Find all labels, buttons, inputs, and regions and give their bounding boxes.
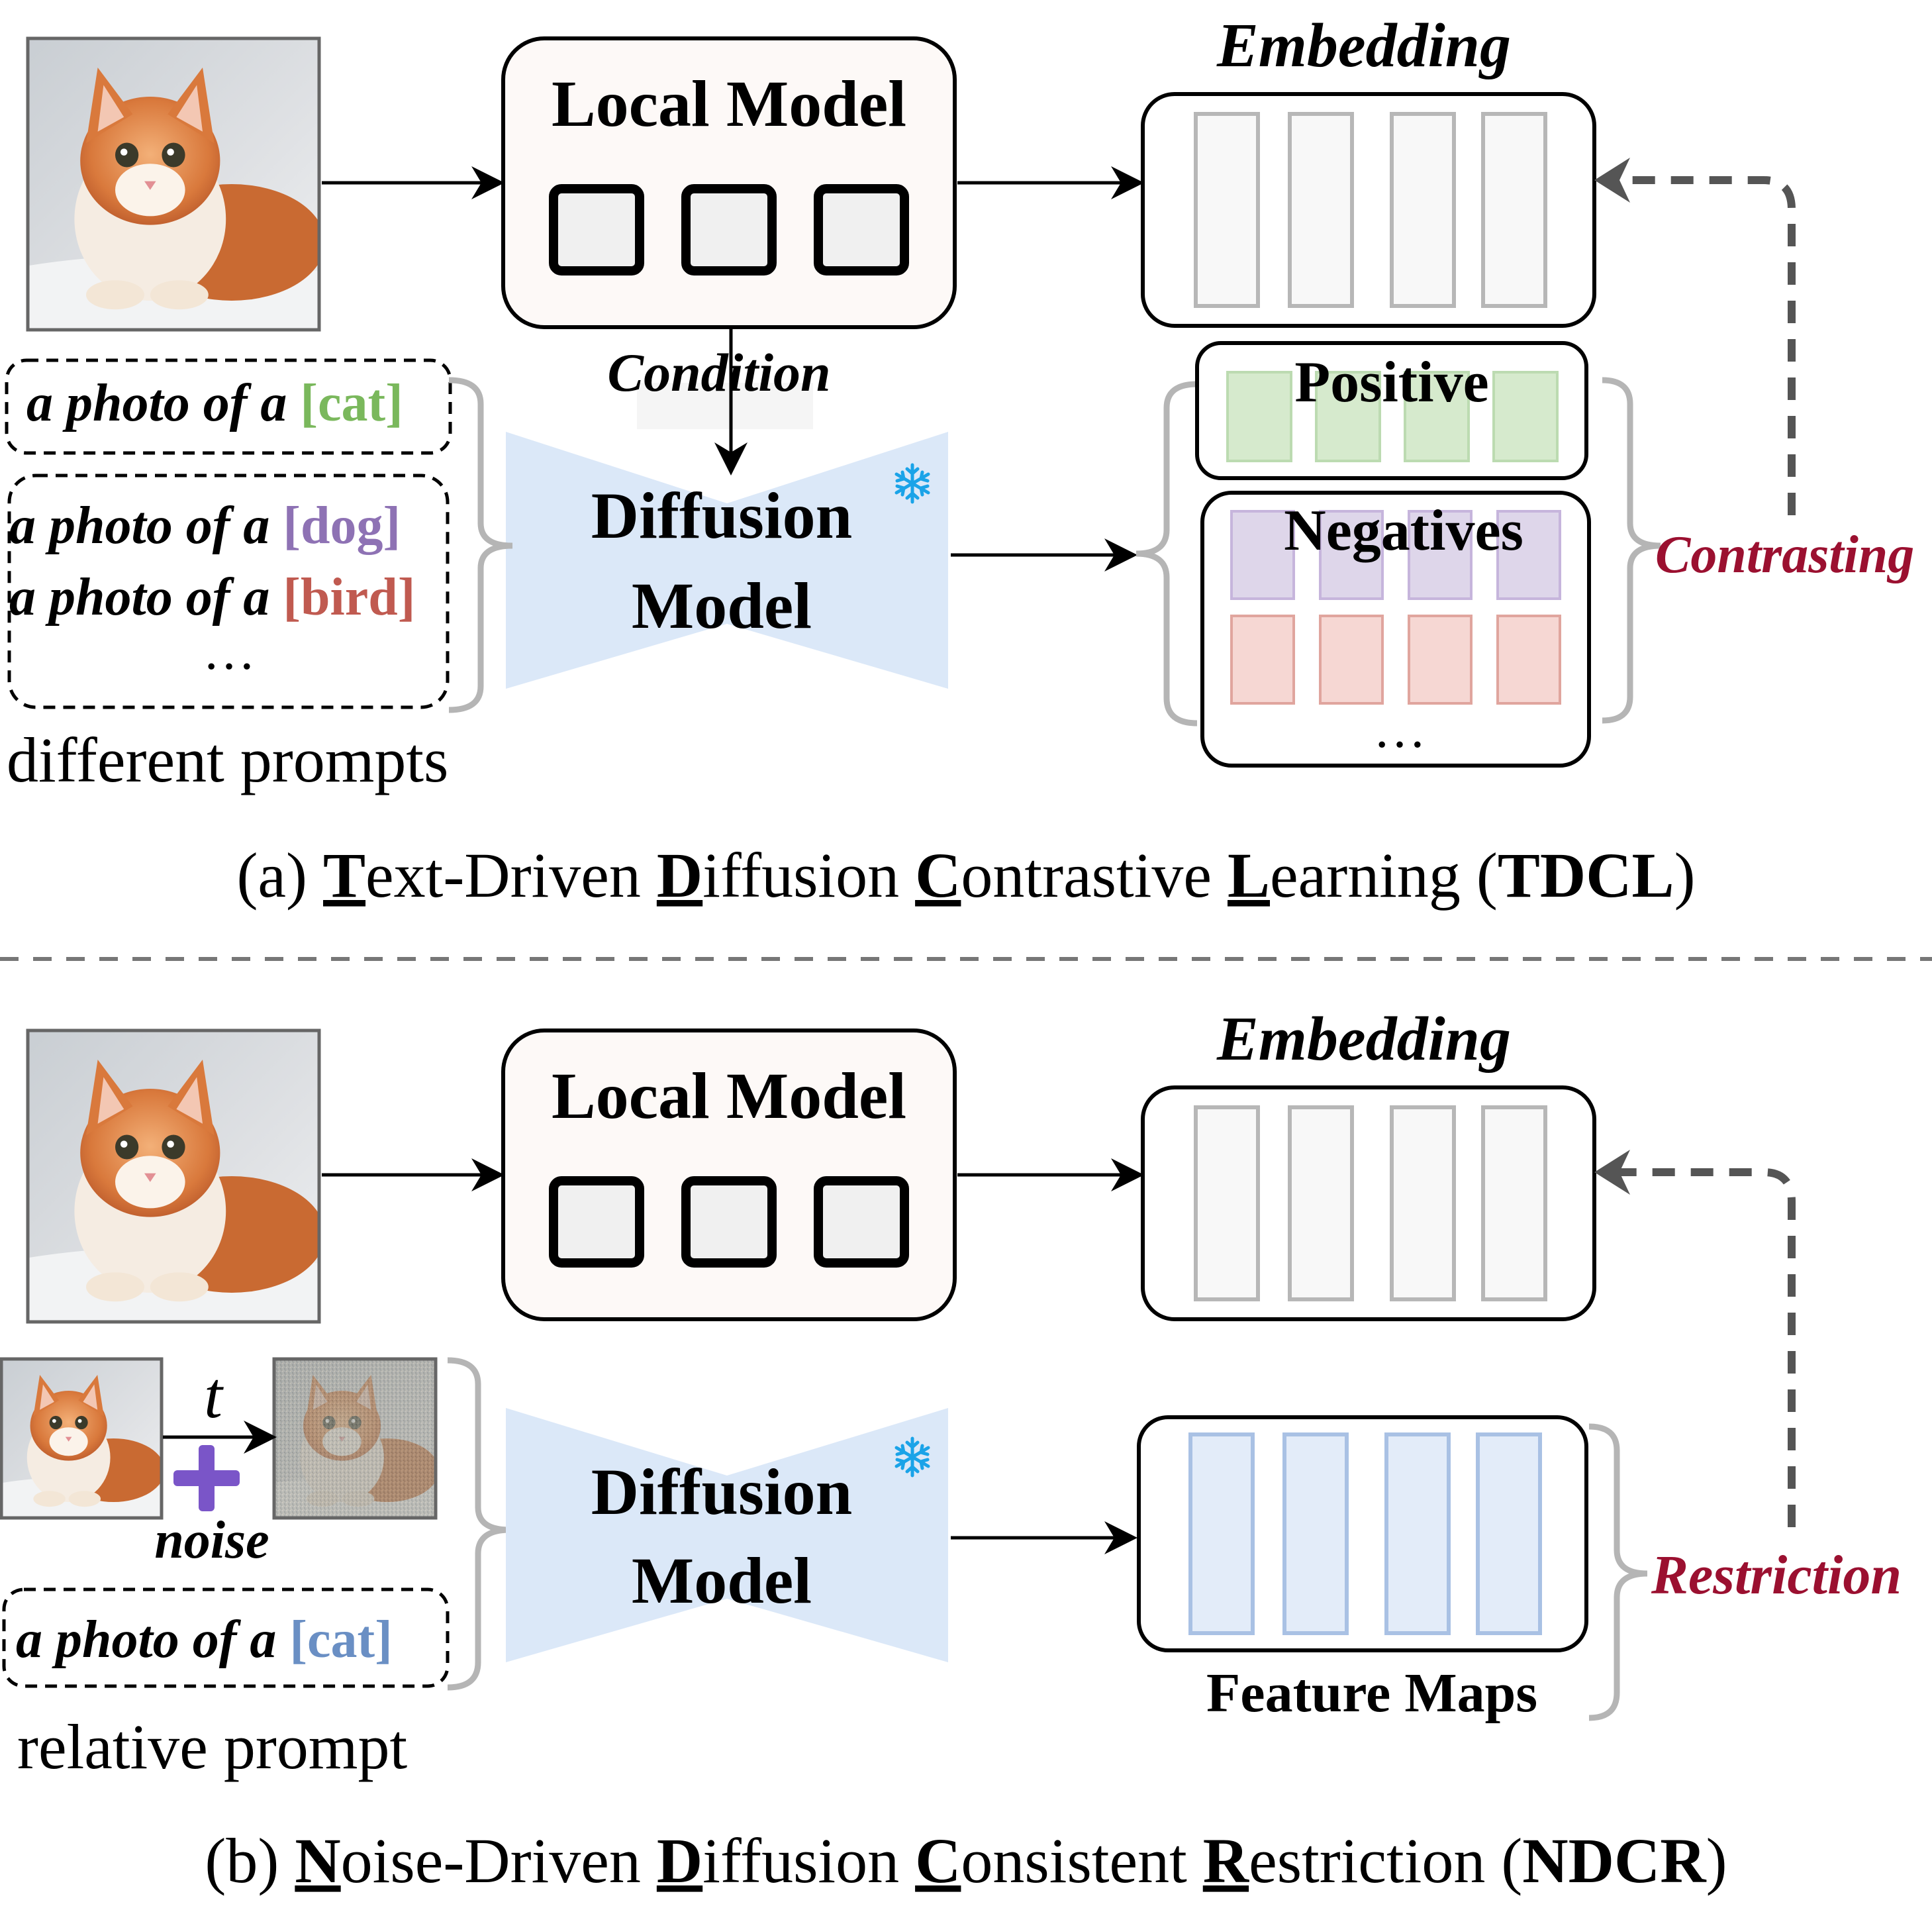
local-model-layer — [681, 1176, 777, 1268]
contrast-left-brace — [1135, 381, 1198, 727]
embedding-cell — [1288, 112, 1354, 308]
embedding-cell — [1481, 112, 1547, 308]
embedding-title: Embedding — [1216, 1005, 1511, 1074]
prompt-brace — [448, 377, 513, 713]
local-model-block: Local Model — [501, 36, 957, 329]
negative-cell — [1230, 510, 1295, 600]
negative-cell — [1408, 510, 1473, 600]
caption-a: (a) Text-Driven Diffusion Contrastive Le… — [236, 840, 1695, 911]
svg-text:a photo of a [bird]: a photo of a [bird] — [9, 568, 415, 627]
positive-box: Positive — [1195, 341, 1588, 480]
embedding-cell — [1194, 112, 1260, 308]
negatives-label: Negatives — [1284, 499, 1523, 563]
negative-cell — [1319, 510, 1384, 600]
prompt-class-dog: [dog] — [283, 497, 401, 555]
local-model-title: Local Model — [552, 67, 906, 140]
contrasting-label: Contrasting — [1655, 526, 1914, 584]
noisy-cat-photo-icon — [272, 1357, 438, 1520]
prompt-prefix: a photo of a — [26, 374, 300, 432]
plus-icon — [173, 1445, 240, 1511]
negatives-box: Negatives … — [1200, 491, 1591, 768]
positive-cell — [1404, 371, 1470, 462]
diffusion-model-line2: Model — [632, 1544, 812, 1617]
negative-cell — [1408, 615, 1473, 705]
feature-cell — [1476, 1432, 1542, 1635]
svg-text:a photo of a [cat]: a photo of a [cat] — [16, 1611, 393, 1669]
diffusion-model-line2: Model — [632, 569, 812, 642]
diffusion-model-block: Diffusion Model — [506, 432, 948, 689]
prompt-prefix: a photo of a — [16, 1611, 289, 1669]
prompt-ellipsis: … — [203, 623, 256, 681]
negative-cell — [1319, 615, 1384, 705]
embedding-cell — [1390, 112, 1456, 308]
feature-cell — [1188, 1432, 1255, 1635]
restriction-feedback-arrow — [1616, 1168, 1796, 1527]
cat-photo-small-icon — [0, 1357, 164, 1520]
contrasting-arrowhead — [1594, 158, 1630, 203]
embedding-box — [1141, 1085, 1596, 1321]
feature-cell — [1384, 1432, 1451, 1635]
negatives-ellipsis: … — [1373, 701, 1426, 759]
prompt-prefix: a photo of a — [9, 568, 283, 627]
embedding-cell — [1194, 1105, 1260, 1301]
positive-cell — [1315, 371, 1381, 462]
local-model-layer — [814, 1176, 909, 1268]
feature-cell — [1282, 1432, 1349, 1635]
prompt-class-bird: [bird] — [283, 568, 415, 627]
prompt-relative-box: a photo of a [cat] — [2, 1587, 450, 1688]
negative-cell — [1496, 510, 1561, 600]
cat-photo-icon — [26, 1028, 321, 1324]
local-model-layer — [549, 1176, 644, 1268]
diffusion-model-block: Diffusion Model — [506, 1408, 948, 1662]
timestep-label: t — [204, 1358, 224, 1432]
embedding-cell — [1390, 1105, 1456, 1301]
svg-text:a photo of a [cat]: a photo of a [cat] — [26, 374, 403, 432]
restriction-arrowhead — [1594, 1150, 1630, 1195]
contrast-right-brace — [1602, 377, 1661, 724]
diffusion-model-line1: Diffusion — [591, 1455, 853, 1529]
noise-label: noise — [154, 1511, 269, 1570]
embedding-box — [1141, 92, 1596, 328]
condition-label: Condition — [607, 342, 830, 403]
prompt-negative-box: a photo of a [dog] a photo of a [bird] … — [7, 474, 450, 709]
prompt-prefix: a photo of a — [9, 497, 283, 555]
local-model-layer — [549, 184, 644, 276]
embedding-cell — [1481, 1105, 1547, 1301]
restriction-label: Restriction — [1651, 1544, 1902, 1606]
contrasting-feedback-arrow — [1616, 176, 1796, 515]
negative-cell — [1496, 615, 1561, 705]
input-brace — [447, 1357, 510, 1691]
ndcr-panel: Local Model Embedding t — [0, 1005, 1902, 1896]
positive-cell — [1226, 371, 1292, 462]
feature-maps-label: Feature Maps — [1206, 1662, 1537, 1724]
svg-text:a photo of a [dog]: a photo of a [dog] — [9, 497, 401, 555]
restriction-brace — [1588, 1423, 1648, 1721]
cat-photo-icon — [26, 36, 321, 332]
diffusion-model-line1: Diffusion — [591, 479, 853, 552]
different-prompts-label: different prompts — [7, 725, 448, 795]
local-model-layer — [681, 184, 777, 276]
embedding-cell — [1288, 1105, 1354, 1301]
positive-label: Positive — [1294, 350, 1488, 415]
caption-b: (b) Noise-Driven Diffusion Consistent Re… — [205, 1825, 1727, 1896]
prompt-class-cat: [cat] — [289, 1611, 392, 1669]
local-model-block: Local Model — [501, 1028, 957, 1321]
positive-cell — [1492, 371, 1559, 462]
local-model-title: Local Model — [552, 1059, 906, 1132]
relative-prompt-label: relative prompt — [17, 1711, 407, 1782]
embedding-title: Embedding — [1216, 11, 1511, 80]
negative-cell — [1230, 615, 1295, 705]
tdcl-panel: Local Model Embedding Condition Diffusio… — [5, 11, 1914, 911]
prompt-cat-box: a photo of a [cat] — [5, 358, 452, 455]
prompt-class-cat: [cat] — [300, 374, 403, 432]
local-model-layer — [814, 184, 909, 276]
feature-maps-box — [1137, 1415, 1588, 1652]
